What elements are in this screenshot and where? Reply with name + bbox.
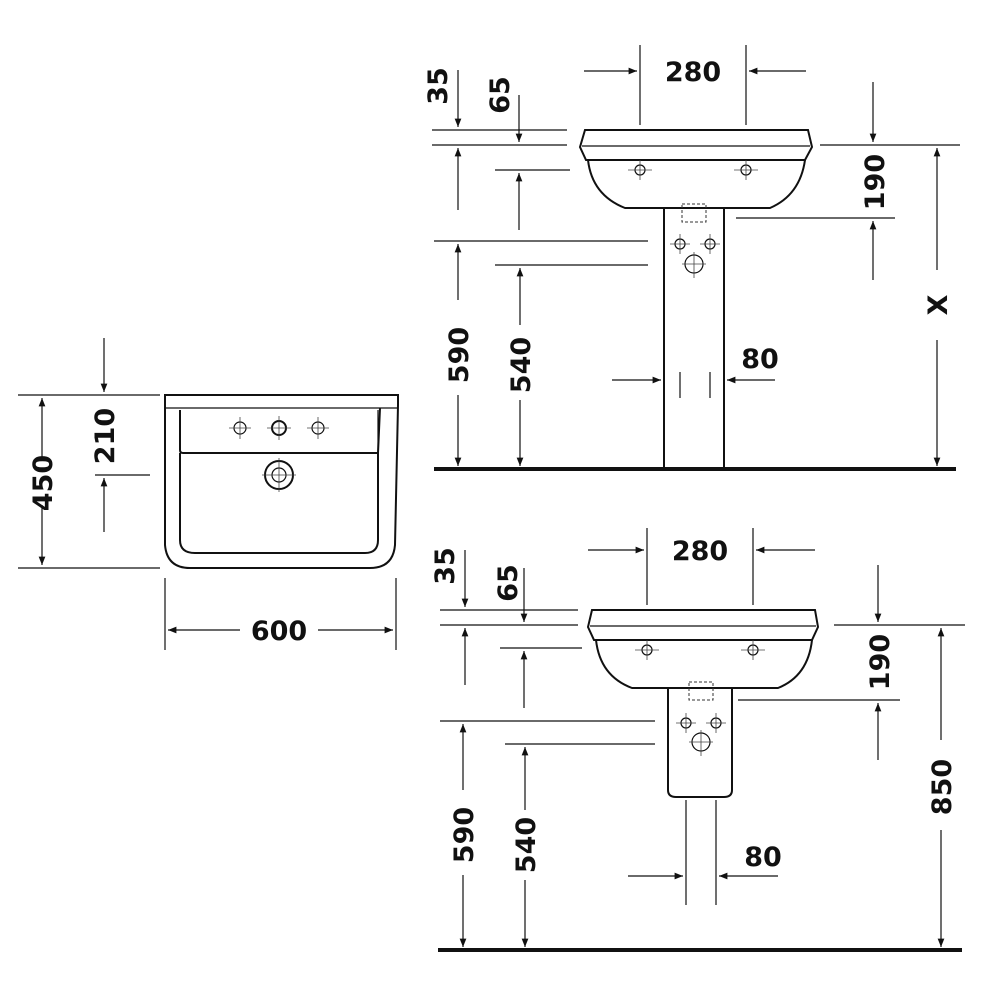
fixing-right-icon	[700, 234, 720, 254]
dim-bottom-basin-height: 190	[865, 634, 896, 690]
basin-bottom-bowl	[595, 639, 813, 689]
dim-bottom-hole-spacing: 280	[672, 536, 728, 567]
basin-bottom-rim	[586, 609, 820, 641]
plan-bowl-outline	[179, 407, 381, 554]
overflow-left-icon-2	[635, 640, 659, 660]
dim-plan-width: 600	[251, 616, 307, 647]
dim-plan-tap-offset: 210	[90, 408, 121, 464]
waste-outlet-icon	[682, 252, 706, 278]
side-view-full-pedestal: 280 35 65 590 540 80 190	[423, 45, 960, 471]
dim-top-basin-height: 190	[860, 154, 891, 210]
dim-plan-depth: 450	[28, 455, 59, 511]
plan-basin-outline	[164, 394, 399, 569]
waste-outlet-icon-2	[689, 730, 713, 756]
dim-top-rim-thickness: 35	[423, 67, 454, 105]
dim-bottom-590: 590	[449, 807, 480, 863]
basin-top-rim	[578, 129, 814, 161]
side-view-semi-pedestal: 280 35 65 590 540 80 190	[430, 528, 965, 952]
fixing-left-icon	[670, 234, 690, 254]
tap-hole-center-icon	[267, 416, 291, 440]
dim-top-hole-spacing: 280	[665, 57, 721, 88]
semi-pedestal	[667, 688, 733, 798]
overflow-right-icon-2	[741, 640, 765, 660]
dim-bottom-pedestal-width: 80	[744, 842, 782, 873]
dim-top-overflow-offset: 65	[485, 76, 516, 114]
tap-hole-left-icon	[229, 417, 251, 439]
plan-view: 450 210 600	[18, 338, 399, 650]
dim-top-590: 590	[444, 327, 475, 383]
dim-bottom-rim-thickness: 35	[430, 547, 461, 585]
dim-top-mount-height: X	[923, 294, 954, 315]
drain-hole-icon	[262, 458, 296, 492]
dim-bottom-overflow-offset: 65	[493, 564, 524, 602]
fixing-left-icon-2	[676, 713, 696, 733]
basin-top-bowl	[587, 159, 806, 209]
dim-bottom-540: 540	[511, 817, 542, 873]
tap-hole-right-icon	[307, 417, 329, 439]
fixing-right-icon-2	[706, 713, 726, 733]
dim-top-540: 540	[506, 337, 537, 393]
overflow-right-icon	[734, 160, 758, 180]
overflow-left-icon	[628, 160, 652, 180]
dim-top-pedestal-width: 80	[741, 344, 779, 375]
dim-bottom-mount-height: 850	[927, 759, 958, 815]
